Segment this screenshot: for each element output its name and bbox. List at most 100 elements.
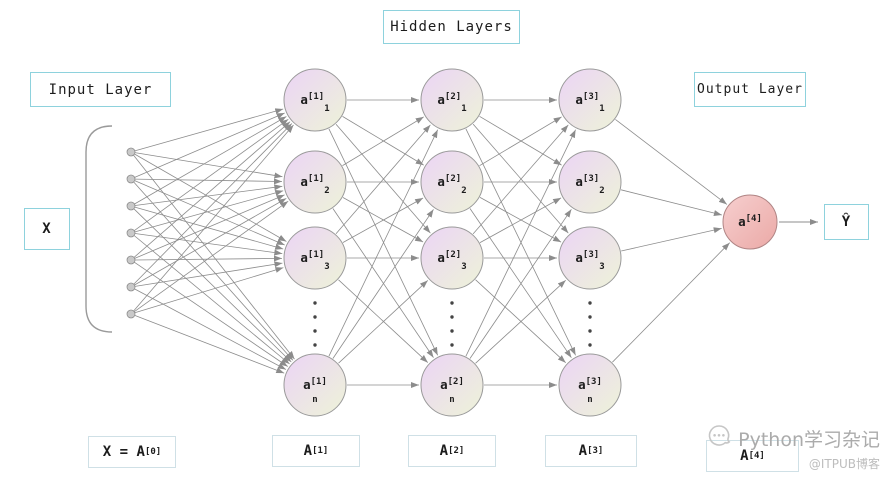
layer-label-a3-base: A <box>578 443 588 459</box>
connection-line <box>338 280 429 364</box>
watermark-row: Python学习杂记 <box>706 423 880 453</box>
connection-line <box>133 118 289 232</box>
input-dot <box>126 309 136 319</box>
neuron <box>558 353 622 417</box>
neuron <box>558 68 622 132</box>
layer-label-a0-base: X = A <box>102 444 145 460</box>
input-dot <box>126 174 136 184</box>
neuron <box>420 68 484 132</box>
connection-line <box>134 180 285 246</box>
connection-line <box>612 242 730 363</box>
hidden-layers-label: Hidden Layers <box>383 10 520 44</box>
neuron-label: a[3] <box>578 377 602 392</box>
connection-line <box>133 181 294 361</box>
input-bracket <box>85 125 113 333</box>
connection-line <box>479 116 562 167</box>
connection-line <box>134 261 288 367</box>
connection-line <box>133 154 295 360</box>
ellipsis-dot <box>450 301 454 305</box>
ellipsis-dot <box>450 343 454 347</box>
connection-line <box>134 108 284 152</box>
connection-line <box>134 267 284 314</box>
connection-line <box>342 116 424 166</box>
ellipsis-dot <box>588 329 592 333</box>
input-dot <box>126 147 136 157</box>
connection-line <box>475 279 566 363</box>
layer-label-a2-base: A <box>439 443 449 459</box>
ellipsis-dot <box>313 315 317 319</box>
neuron-label: a[2]2 <box>437 174 466 196</box>
connection-line <box>134 184 283 206</box>
connection-line <box>621 227 722 252</box>
ellipsis-dot <box>313 343 317 347</box>
layer-label-a0: X = A[0] <box>88 436 176 468</box>
neuron <box>283 150 347 214</box>
connection-line <box>134 116 287 205</box>
watermark: Python学习杂记 @ITPUB博客 <box>706 423 880 472</box>
input-dot <box>126 255 136 265</box>
ellipsis-dot <box>313 329 317 333</box>
connection-line <box>133 124 294 312</box>
input-dot <box>126 228 136 238</box>
neuron-label: a[3]1 <box>575 92 604 114</box>
connection-line <box>472 124 569 235</box>
neuron <box>420 150 484 214</box>
connection-line <box>134 190 284 233</box>
neuron-label: a[1]2 <box>300 174 329 196</box>
neuron-label: a[1]3 <box>300 250 329 272</box>
connection-line <box>134 233 283 256</box>
output-layer-label: Output Layer <box>694 72 806 107</box>
neuron <box>283 353 347 417</box>
neuron <box>420 226 484 290</box>
connection-line <box>134 198 287 286</box>
connection-line <box>134 261 283 287</box>
layer-label-a3: A[3] <box>545 435 637 467</box>
output-layer-text: Output Layer <box>697 82 803 97</box>
connections <box>133 97 818 388</box>
connection-line <box>134 200 289 313</box>
connection-line <box>335 124 431 235</box>
neuron-label: a[3]3 <box>575 250 604 272</box>
input-dot <box>126 201 136 211</box>
connection-line <box>332 209 434 359</box>
chat-bubble-icon <box>706 423 732 453</box>
connection-line <box>342 116 424 166</box>
connection-line <box>332 208 434 358</box>
neuron-label-sub: n <box>449 395 454 405</box>
connection-line <box>134 112 285 178</box>
connection-line <box>134 152 283 179</box>
connection-line <box>342 197 424 243</box>
input-layer-label: Input Layer <box>30 72 171 107</box>
connection-line <box>469 209 572 359</box>
ellipsis-dot <box>313 301 317 305</box>
connection-line <box>134 206 284 250</box>
neuron <box>722 194 778 250</box>
neuron-label: a[3]2 <box>575 174 604 196</box>
neuron <box>283 68 347 132</box>
connection-line <box>133 123 293 285</box>
connection-line <box>469 208 572 358</box>
connection-line <box>134 288 287 370</box>
connection-line <box>134 153 287 242</box>
ellipsis-dot <box>588 315 592 319</box>
x-input-box: X <box>24 208 70 250</box>
layer-label-a2: A[2] <box>408 435 496 467</box>
neuron <box>558 150 622 214</box>
neuron <box>420 353 484 417</box>
neuron-label: a[4] <box>738 214 762 229</box>
connection-line <box>134 194 285 259</box>
layer-label-a1-base: A <box>303 443 313 459</box>
ellipsis-dot <box>450 315 454 319</box>
layer-label-a1: A[1] <box>272 435 360 467</box>
neuron-label: a[1] <box>303 377 327 392</box>
neuron-label-sub: n <box>587 395 592 405</box>
neuron <box>283 226 347 290</box>
connection-line <box>134 255 283 262</box>
ellipsis-dot <box>450 329 454 333</box>
neuron-label-sub: n <box>312 395 317 405</box>
connection-line <box>134 315 285 374</box>
y-hat-text: Ŷ <box>841 214 852 230</box>
connection-line <box>479 115 562 166</box>
